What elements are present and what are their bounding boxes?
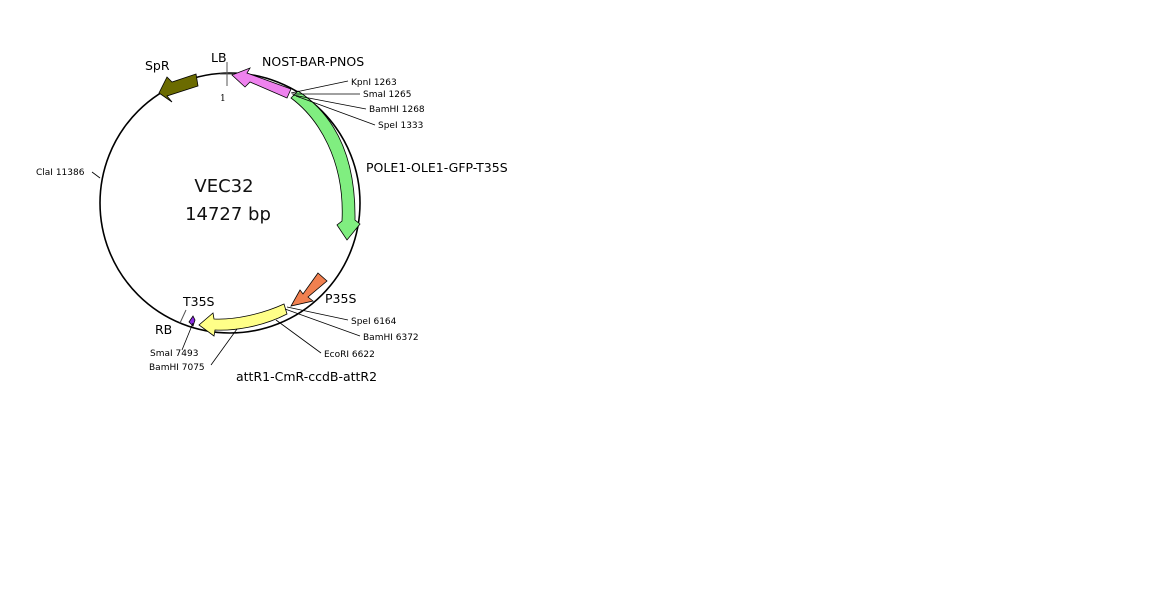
feature-arrow-t35s[interactable] <box>188 315 196 327</box>
site-ecori-6622: EcoRI 6622 <box>324 350 375 360</box>
site-bamhi-6372: BamHI 6372 <box>363 333 419 343</box>
feature-label-spr: SpR <box>145 58 170 73</box>
feature-arrow-spr[interactable] <box>158 73 199 103</box>
feature-label-t35s: T35S <box>182 294 215 309</box>
site-smai-7493: SmaI 7493 <box>150 349 198 359</box>
feature-label-attr1-cmr-ccdb-attr2: attR1-CmR-ccdB-attR2 <box>236 369 377 384</box>
site-kpni-1263: KpnI 1263 <box>351 78 397 88</box>
site-spei-6164: SpeI 6164 <box>351 317 397 327</box>
lb-label: LB <box>211 50 227 65</box>
plasmid-name: VEC32 <box>194 176 253 197</box>
feature-label-p35s: P35S <box>325 291 356 306</box>
feature-arrow-nost-bar-pnos[interactable] <box>231 67 292 99</box>
site-smai-1265: SmaI 1265 <box>363 90 411 100</box>
feature-arrow-pole1-ole1-gfp-t35s[interactable] <box>290 90 361 241</box>
site-bamhi-1268: BamHI 1268 <box>369 105 425 115</box>
feature-arrow-attr1-cmr-ccdb-attr2[interactable] <box>198 303 288 337</box>
feature-arrow-p35s[interactable] <box>290 272 328 307</box>
site-leaders <box>91 80 376 366</box>
site-clai-11386: ClaI 11386 <box>36 168 85 178</box>
plasmid-size: 14727 bp <box>185 204 271 225</box>
site-spei-1333: SpeI 1333 <box>378 121 423 131</box>
feature-label-pole1-ole1-gfp-t35s: POLE1-OLE1-GFP-T35S <box>366 160 508 175</box>
position-one-label: 1 <box>220 94 226 104</box>
plasmid-backbone <box>99 72 361 334</box>
site-bamhi-7075: BamHI 7075 <box>149 363 205 373</box>
rb-tick <box>179 309 187 324</box>
feature-label-nost-bar-pnos: NOST-BAR-PNOS <box>262 54 364 69</box>
rb-label: RB <box>155 322 172 337</box>
